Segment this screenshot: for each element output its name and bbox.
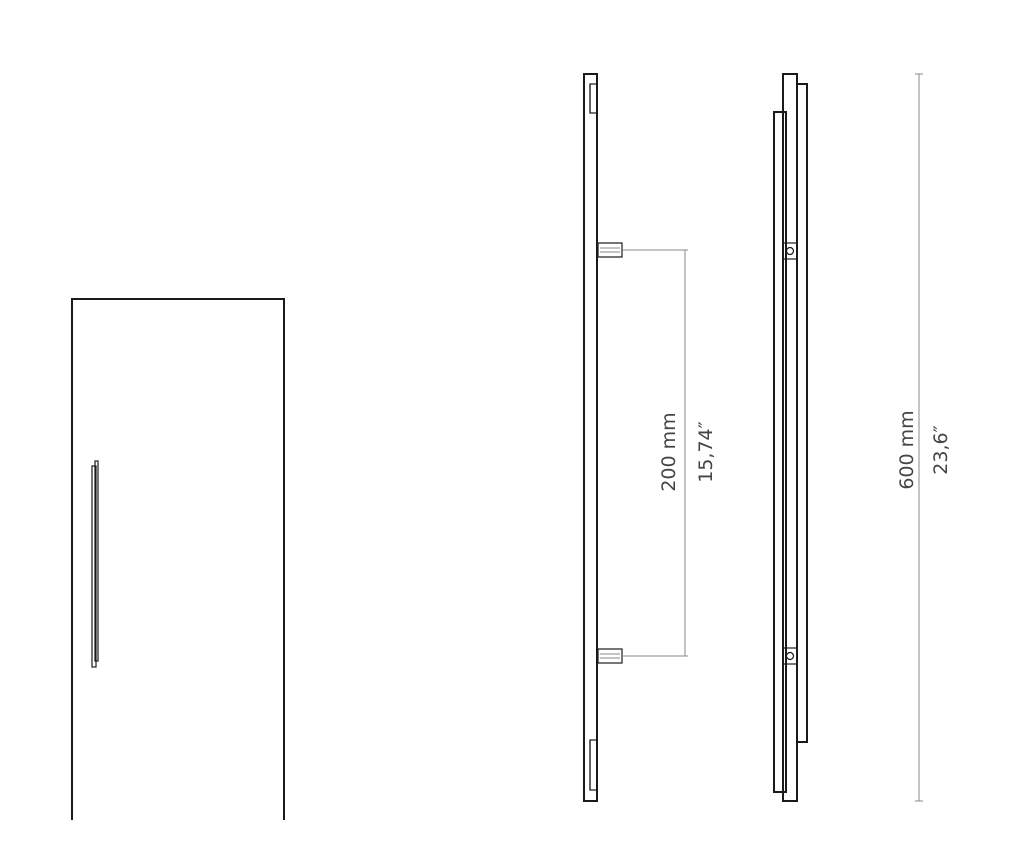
handle-front-view [773,73,808,802]
total-length-mm-label: 600 mm [896,410,918,489]
front-view-back-plate [773,111,787,793]
total-length-inch-label: 23,6″ [930,425,952,474]
door-with-handle-view [71,298,285,820]
side-view-cap-top [589,83,598,114]
hole-spacing-inch-label: 15,74″ [695,421,717,483]
standoff-top [597,242,623,258]
hole-spacing-dimension: 200 mm 15,74″ [622,249,717,657]
front-view-hole-top [783,242,797,260]
total-length-dimension: 600 mm 23,6″ [896,73,952,802]
standoff-bottom [597,648,623,664]
hole-spacing-mm-label: 200 mm [658,412,680,491]
front-view-bar [782,73,798,802]
door-panel [71,298,285,820]
front-view-hole-bottom [783,647,797,665]
side-view-outer-bar [583,73,598,802]
handle-side-view [583,73,623,802]
mounted-handle-bar [94,460,99,662]
side-view-cap-bottom [589,739,598,791]
front-view-side-edge [797,83,808,743]
mounted-handle-back-plate [91,465,97,668]
